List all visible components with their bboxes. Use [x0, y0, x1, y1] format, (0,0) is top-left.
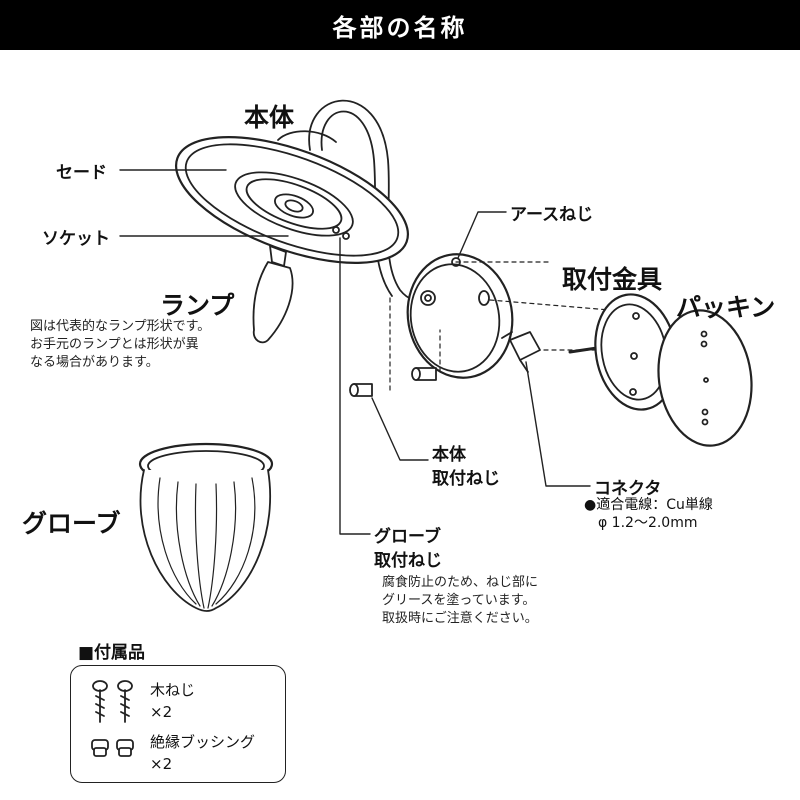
- label-globe-screw-2: 取付ねじ: [374, 551, 442, 571]
- lamp-arm: [308, 99, 429, 303]
- body-screws-drawing: [349, 367, 437, 397]
- accessory-wood-screw-qty: ×2: [150, 703, 173, 721]
- accessory-bushing-name: 絶縁ブッシング: [150, 733, 256, 751]
- globe-screw-note-line-3: 取扱時にご注意ください。: [382, 611, 538, 626]
- label-body-screw-2: 取付ねじ: [432, 469, 500, 489]
- lamp-bulb-drawing: [252, 245, 294, 344]
- label-shade: セード: [56, 163, 107, 183]
- leader-body-screw: [371, 397, 429, 461]
- label-globe-screw-1: グローブ: [374, 527, 441, 547]
- label-globe: グローブ: [22, 509, 121, 538]
- label-lamp: ランプ: [160, 291, 235, 320]
- label-mount-bracket: 取付金具: [562, 265, 663, 294]
- label-body: 本体: [244, 103, 295, 132]
- accessories-box: [70, 665, 286, 783]
- leader-earth-screw: [457, 211, 507, 259]
- base-plate-drawing: [406, 253, 514, 379]
- page-title: 各部の名称: [332, 13, 468, 42]
- globe-drawing: [138, 442, 274, 612]
- globe-screw-note-line-1: 腐食防止のため、ねじ部に: [382, 575, 539, 590]
- lamp-note: 図は代表的なランプ形状です。 お手元のランプとは形状が異 なる場合があります。: [30, 318, 210, 372]
- lamp-note-line-1: 図は代表的なランプ形状です。: [30, 319, 211, 334]
- wood-screw-icon: [92, 680, 133, 723]
- accessory-wood-screw-name: 木ねじ: [150, 681, 196, 699]
- label-connector: コネクタ: [594, 479, 662, 499]
- connector-spec-1: ●適合電線：Cu単線: [584, 497, 713, 513]
- connector-spec-2: φ 1.2〜2.0mm: [598, 515, 698, 531]
- accessory-bushing-qty: ×2: [150, 755, 173, 773]
- packing-drawing: [657, 309, 753, 447]
- globe-screw-note-line-2: グリースを塗っています。: [382, 593, 536, 608]
- leader-globe-screw: [339, 237, 371, 535]
- label-socket: ソケット: [42, 229, 110, 249]
- bushing-icon: [91, 739, 134, 757]
- label-packing: パッキン: [676, 293, 776, 322]
- label-body-screw-1: 本体: [432, 445, 466, 465]
- globe-screw-note: 腐食防止のため、ねじ部に グリースを塗っています。 取扱時にご注意ください。: [382, 574, 538, 628]
- accessories-title: ■付属品: [78, 643, 146, 663]
- lamp-note-line-3: なる場合があります。: [30, 355, 159, 370]
- page-header: 各部の名称: [0, 0, 800, 50]
- label-earth-screw: アースねじ: [510, 205, 594, 225]
- lamp-note-line-2: お手元のランプとは形状が異: [30, 337, 199, 352]
- leader-connector: [525, 361, 591, 487]
